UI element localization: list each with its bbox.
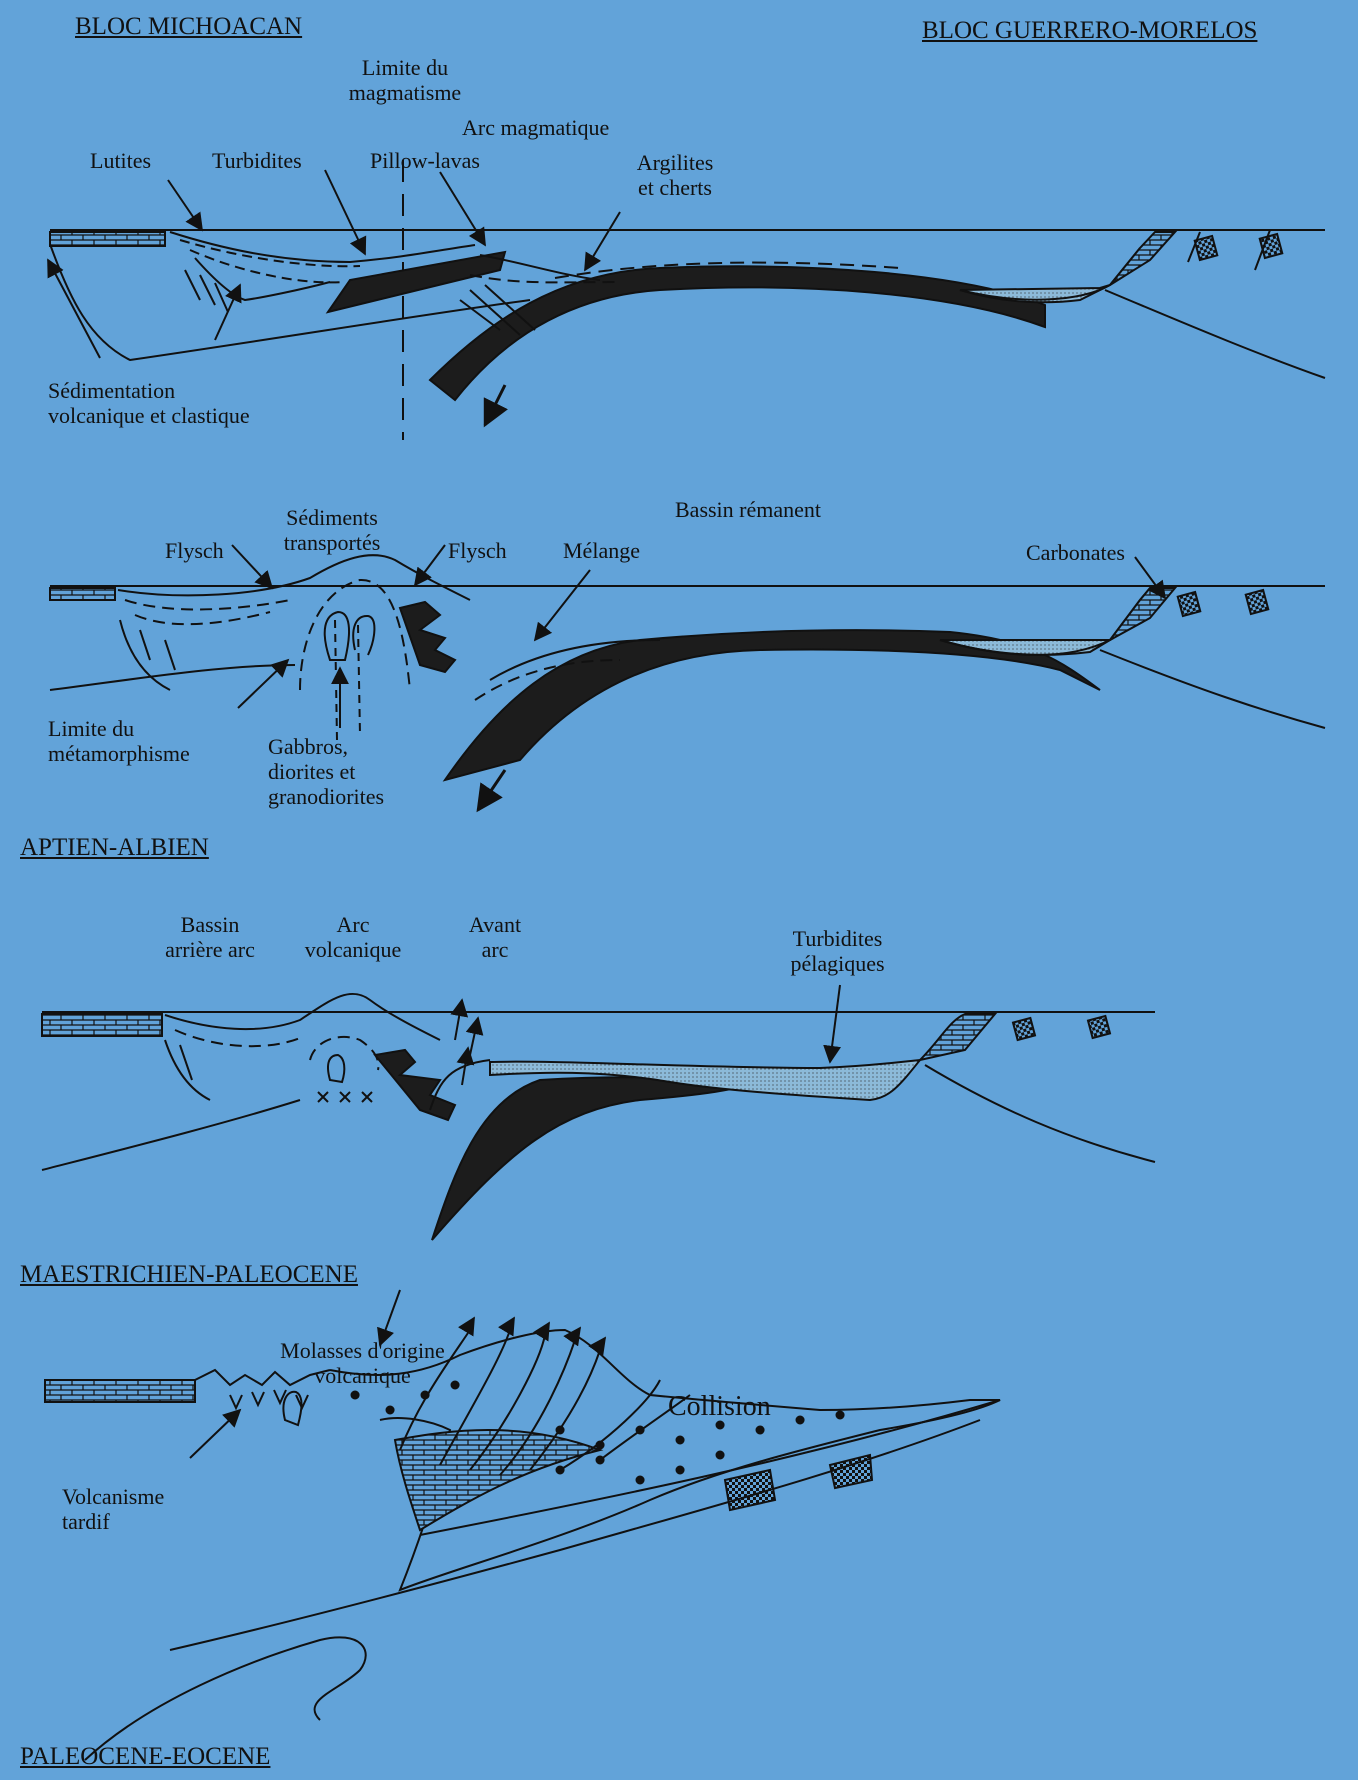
label-arc-magmatique: Arc magmatique <box>462 115 609 140</box>
stage-maestrichien-paleocene: MAESTRICHIEN-PALEOCENE <box>20 1262 358 1287</box>
label-volcanisme-tardif: Volcanisme tardif <box>62 1484 164 1534</box>
label-sediments-transportes: Sédiments transportés <box>272 505 392 555</box>
section-3 <box>42 985 1155 1240</box>
arrow-pillow <box>440 172 485 245</box>
label-limite-magmatisme: Limite du magmatisme <box>330 55 480 105</box>
platform-carbonates <box>50 232 165 246</box>
arrow-argilites <box>585 212 620 270</box>
pluton <box>325 612 349 660</box>
checker-block <box>1246 590 1269 614</box>
thrust-stack <box>375 1050 455 1120</box>
label-turbidites-pelagiques: Turbidites pélagiques <box>770 926 905 976</box>
arrow-volcanisme <box>190 1410 240 1458</box>
label-flysch-right: Flysch <box>448 538 507 563</box>
arrow-melange <box>535 570 590 640</box>
margin-carbonates <box>920 1014 995 1060</box>
platform-carbonates <box>42 1014 162 1036</box>
label-lutites: Lutites <box>90 148 151 173</box>
arrow-turbidites-pelagiques <box>830 985 840 1062</box>
pluton <box>283 1392 301 1425</box>
thrust-arrow <box>508 1318 514 1328</box>
subduction-arrow <box>485 385 505 425</box>
arrow-turbidites <box>325 170 365 254</box>
platform-carbonates <box>45 1380 195 1402</box>
label-molasses: Molasses d'origine volcanique <box>265 1338 460 1388</box>
lower-crust <box>85 1637 366 1760</box>
thrust-stack <box>400 602 455 672</box>
label-arc-volcanique: Arc volcanique <box>288 912 418 962</box>
thrust-stack-brick <box>395 1430 600 1530</box>
stage-paleocene-eocene: PALEOCENE-EOCENE <box>20 1744 270 1769</box>
subducting-slab <box>430 266 1045 400</box>
label-pillow-lavas: Pillow-lavas <box>370 148 480 173</box>
arrow-flysch-left <box>232 545 272 588</box>
label-melange: Mélange <box>563 538 640 563</box>
section-2 <box>50 545 1325 810</box>
margin-carbonates <box>1110 588 1175 640</box>
pluton <box>328 1055 344 1082</box>
stage-aptien-albien: APTIEN-ALBIEN <box>20 835 209 860</box>
checker-block <box>1088 1016 1110 1038</box>
checker-block <box>1178 592 1201 616</box>
label-avant-arc: Avant arc <box>455 912 535 962</box>
label-turbidites: Turbidites <box>212 148 302 173</box>
label-argilites-cherts: Argilites et cherts <box>620 150 730 200</box>
basin-sediments <box>170 232 475 262</box>
label-bassin-arriere-arc: Bassin arrière arc <box>140 912 280 962</box>
thrust-arrow <box>598 1338 605 1348</box>
platform-carbonates <box>50 588 115 600</box>
label-carbonates: Carbonates <box>1026 540 1125 565</box>
arrow-molasses <box>380 1290 400 1345</box>
label-limite-metamorphisme: Limite du métamorphisme <box>48 716 190 766</box>
crosses <box>318 1092 372 1102</box>
label-sedimentation: Sédimentation volcanique et clastique <box>48 378 250 428</box>
arc-dome <box>300 580 410 690</box>
margin-carbonates <box>1110 232 1175 285</box>
section-4 <box>45 1290 1000 1760</box>
subduction-arrow <box>478 770 505 810</box>
label-collision: Collision <box>668 1394 771 1419</box>
subducting-slab <box>432 1077 760 1240</box>
thrust-arrow <box>468 1318 474 1328</box>
label-bassin-remanent: Bassin rémanent <box>675 497 821 522</box>
label-gabbros: Gabbros, diorites et granodiorites <box>268 734 384 809</box>
thrust-arrow <box>455 1000 462 1040</box>
label-flysch-left: Flysch <box>165 538 224 563</box>
checker-block <box>1013 1018 1035 1040</box>
checker-block <box>1195 236 1218 260</box>
bloc-guerrero-morelos-heading: BLOC GUERRERO-MORELOS <box>922 18 1257 43</box>
arrow-lutites <box>168 180 202 230</box>
bloc-michoacan-heading: BLOC MICHOACAN <box>75 14 302 39</box>
thrust-arrow <box>470 1018 478 1055</box>
arrow-sed-a <box>48 260 100 358</box>
